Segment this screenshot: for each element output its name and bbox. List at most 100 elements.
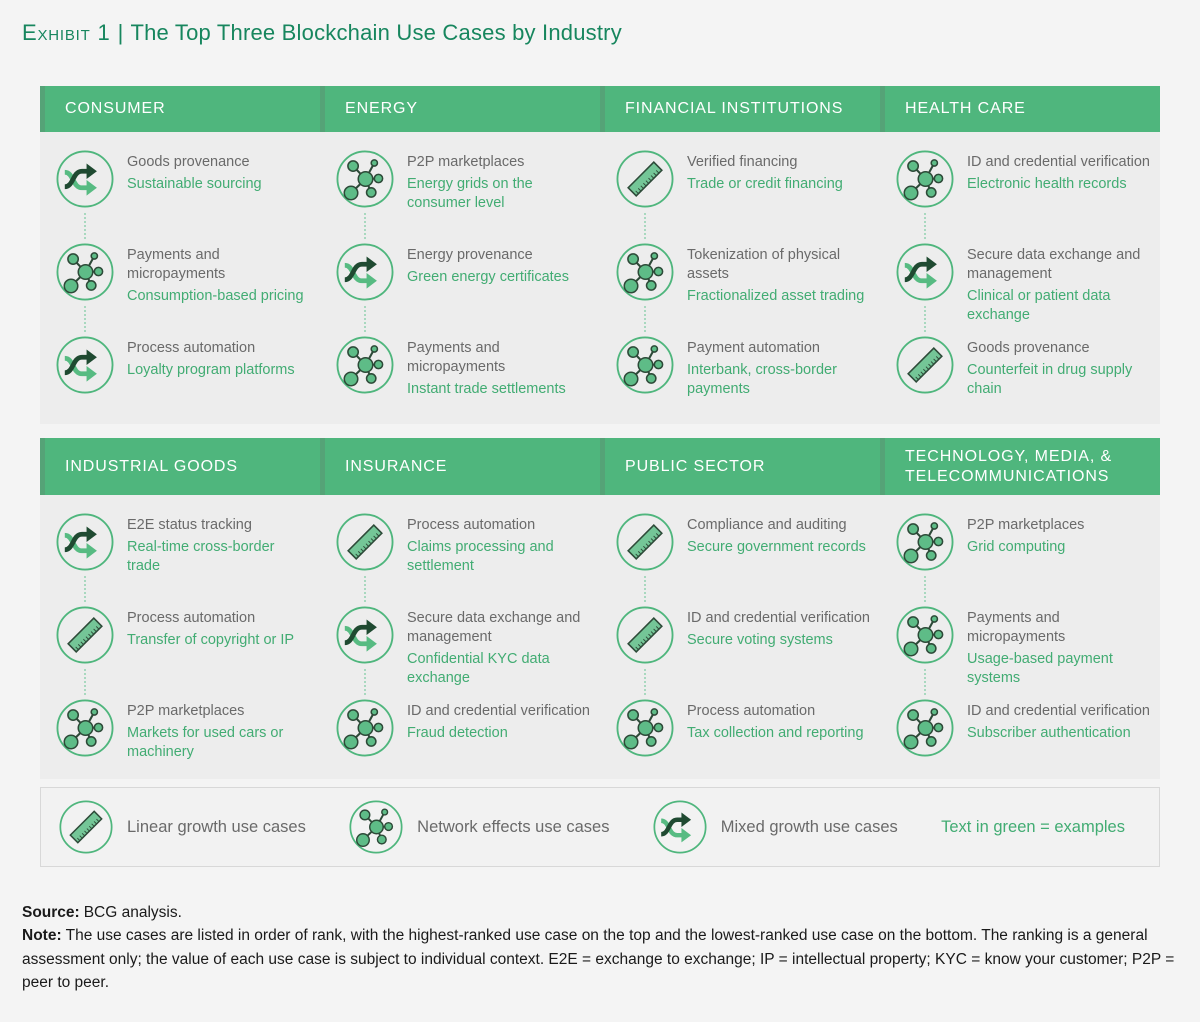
use-case-title: Tokenization of physical assets: [687, 247, 841, 283]
use-case-example: Secure government records: [687, 539, 866, 556]
industry-header-label: ENERGY: [345, 100, 418, 117]
icon-rail: [896, 699, 954, 757]
industry-header-label: FINANCIAL INSTITUTIONS: [625, 100, 844, 117]
use-case-example: Energy grids on the consumer level: [407, 176, 533, 212]
industry-header-label: PUBLIC SECTOR: [625, 457, 766, 475]
use-case-example: Counterfeit in drug supply chain: [967, 362, 1133, 398]
use-case: Goods provenance Counterfeit in drug sup…: [896, 336, 1154, 399]
connector-line: [84, 576, 86, 602]
legend-label: Linear growth use cases: [127, 817, 306, 836]
icon-rail: [336, 606, 394, 699]
linear-growth-icon: [616, 150, 674, 208]
network-effects-icon: [56, 243, 114, 301]
use-case-title: ID and credential verification: [967, 154, 1150, 170]
legend-item-network-effects: Network effects use cases: [349, 800, 609, 854]
connector-line: [924, 576, 926, 602]
icon-rail: [896, 606, 954, 699]
icon-rail: [896, 243, 954, 336]
use-case-example: Consumption-based pricing: [127, 288, 304, 305]
network-effects-icon: [616, 699, 674, 757]
connector-line: [644, 576, 646, 602]
use-case-example: Claims processing and settlement: [407, 539, 554, 575]
use-case-example: Transfer of copyright or IP: [127, 632, 295, 649]
use-case-example: Markets for used cars or machinery: [127, 725, 284, 761]
connector-line: [84, 669, 86, 695]
network-effects-icon: [896, 150, 954, 208]
exhibit-page: Exhibit 1|The Top Three Blockchain Use C…: [0, 20, 1200, 1022]
use-case: Payments and micropayments Usage-based p…: [896, 606, 1154, 699]
use-case-example: Electronic health records: [967, 176, 1127, 193]
use-case-example: Confidential KYC data exchange: [407, 651, 550, 687]
industry-column-public-sector: Compliance and auditing Secure governmen…: [600, 495, 880, 779]
use-case: Compliance and auditing Secure governmen…: [616, 513, 874, 606]
connector-line: [84, 213, 86, 239]
use-case-example: Fractionalized asset trading: [687, 288, 865, 305]
connector-line: [364, 669, 366, 695]
industry-column-tmt: P2P marketplaces Grid computing Payments…: [880, 495, 1160, 779]
network-effects-icon: [616, 243, 674, 301]
use-case-title: Process automation: [687, 703, 816, 719]
icon-rail: [896, 513, 954, 606]
icon-rail: [616, 699, 674, 757]
use-case: Payment automation Interbank, cross-bord…: [616, 336, 874, 399]
connector-line: [364, 306, 366, 332]
use-case-title: P2P marketplaces: [407, 154, 525, 170]
network-effects-icon: [336, 336, 394, 394]
icon-rail: [56, 336, 114, 394]
use-case: P2P marketplaces Grid computing: [896, 513, 1154, 606]
use-case-title: P2P marketplaces: [967, 517, 1085, 533]
network-effects-icon: [896, 513, 954, 571]
icon-rail: [56, 606, 114, 699]
icon-rail: [616, 243, 674, 336]
use-case-title: Process automation: [127, 340, 256, 356]
legend-label: Network effects use cases: [417, 817, 610, 836]
industry-header-financial-institutions: FINANCIAL INSTITUTIONS: [600, 86, 880, 132]
industry-header-label: TECHNOLOGY, MEDIA, & TELECOMMUNICATIONS: [905, 447, 1113, 485]
use-case: Verified financing Trade or credit finan…: [616, 150, 874, 243]
mixed-growth-icon: [336, 606, 394, 664]
note-text: The use cases are listed in order of ran…: [22, 927, 1175, 991]
use-case: P2P marketplaces Energy grids on the con…: [336, 150, 594, 243]
use-case: Process automation Transfer of copyright…: [56, 606, 314, 699]
use-case: Secure data exchange and management Conf…: [336, 606, 594, 699]
connector-line: [364, 213, 366, 239]
network-effects-icon: [896, 606, 954, 664]
icon-rail: [336, 336, 394, 399]
mixed-growth-icon: [336, 243, 394, 301]
industry-header-industrial-goods: INDUSTRIAL GOODS: [40, 438, 320, 495]
source-label: Source:: [22, 904, 80, 921]
exhibit-number: Exhibit 1: [22, 20, 111, 45]
title-divider: |: [117, 20, 124, 45]
connector-line: [924, 669, 926, 695]
industry-header-label: INDUSTRIAL GOODS: [65, 457, 238, 475]
network-effects-icon: [349, 800, 403, 854]
industry-column-consumer: Goods provenance Sustainable sourcing Pa…: [40, 132, 320, 424]
industry-header-consumer: CONSUMER: [40, 86, 320, 132]
mixed-growth-icon: [56, 513, 114, 571]
industry-header-label: INSURANCE: [345, 457, 448, 475]
legend-item-linear-growth: Linear growth use cases: [59, 800, 306, 854]
use-case: ID and credential verification Fraud det…: [336, 699, 594, 757]
use-case: Secure data exchange and management Clin…: [896, 243, 1154, 336]
connector-line: [924, 213, 926, 239]
use-case-title: Compliance and auditing: [687, 517, 847, 533]
use-case-example: Green energy certificates: [407, 269, 569, 286]
use-case: Tokenization of physical assets Fraction…: [616, 243, 874, 336]
industry-column-health-care: ID and credential verification Electroni…: [880, 132, 1160, 424]
use-case: Payments and micropayments Consumption-b…: [56, 243, 314, 336]
use-case-example: Secure voting systems: [687, 632, 833, 649]
use-case-title: ID and credential verification: [967, 703, 1150, 719]
use-case-title: Payments and micropayments: [127, 247, 226, 283]
connector-line: [364, 576, 366, 602]
industry-header-public-sector: PUBLIC SECTOR: [600, 438, 880, 495]
icon-rail: [896, 336, 954, 399]
use-case-example: Tax collection and reporting: [687, 725, 864, 742]
use-case-example: Clinical or patient data exchange: [967, 288, 1111, 324]
linear-growth-icon: [59, 800, 113, 854]
industry-grid: CONSUMER ENERGY FINANCIAL INSTITUTIONS H…: [40, 86, 1160, 779]
mixed-growth-icon: [56, 150, 114, 208]
use-case-title: Payments and micropayments: [967, 610, 1066, 646]
connector-line: [644, 306, 646, 332]
industry-column-financial-institutions: Verified financing Trade or credit finan…: [600, 132, 880, 424]
mixed-growth-icon: [56, 336, 114, 394]
